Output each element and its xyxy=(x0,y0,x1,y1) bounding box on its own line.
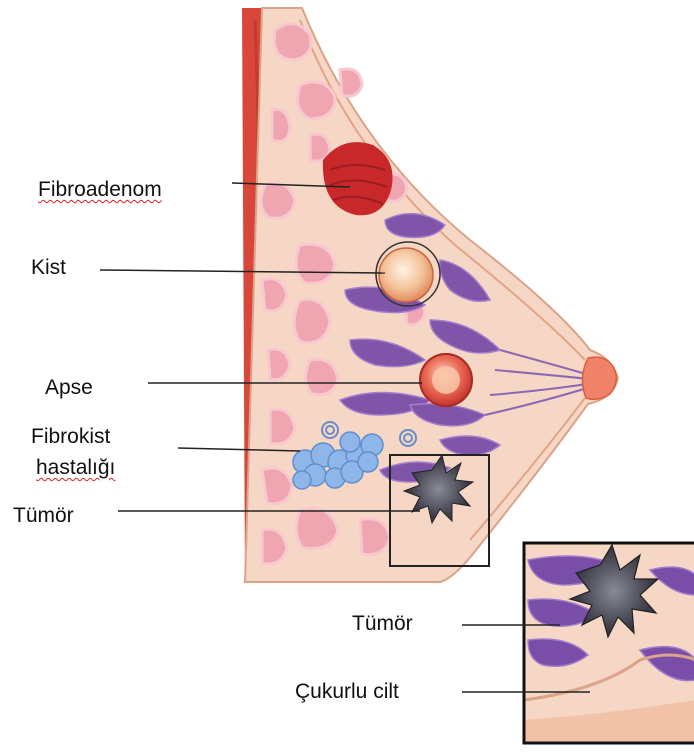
label-kist: Kist xyxy=(31,256,66,280)
label-apse: Apse xyxy=(45,376,93,400)
inset-zoom xyxy=(524,543,694,743)
label-fibrokist-line1: Fibrokist xyxy=(31,425,110,449)
abscess xyxy=(420,354,472,406)
label-fibrokist-line2: hastalığı xyxy=(36,456,115,480)
cyst xyxy=(376,242,440,306)
label-fibroadenom: Fibroadenom xyxy=(38,178,162,202)
nipple xyxy=(582,357,616,399)
label-cukurlu-cilt: Çukurlu cilt xyxy=(295,680,399,704)
label-inset-tumor: Tümör xyxy=(352,612,413,636)
label-tumor: Tümör xyxy=(13,504,74,528)
